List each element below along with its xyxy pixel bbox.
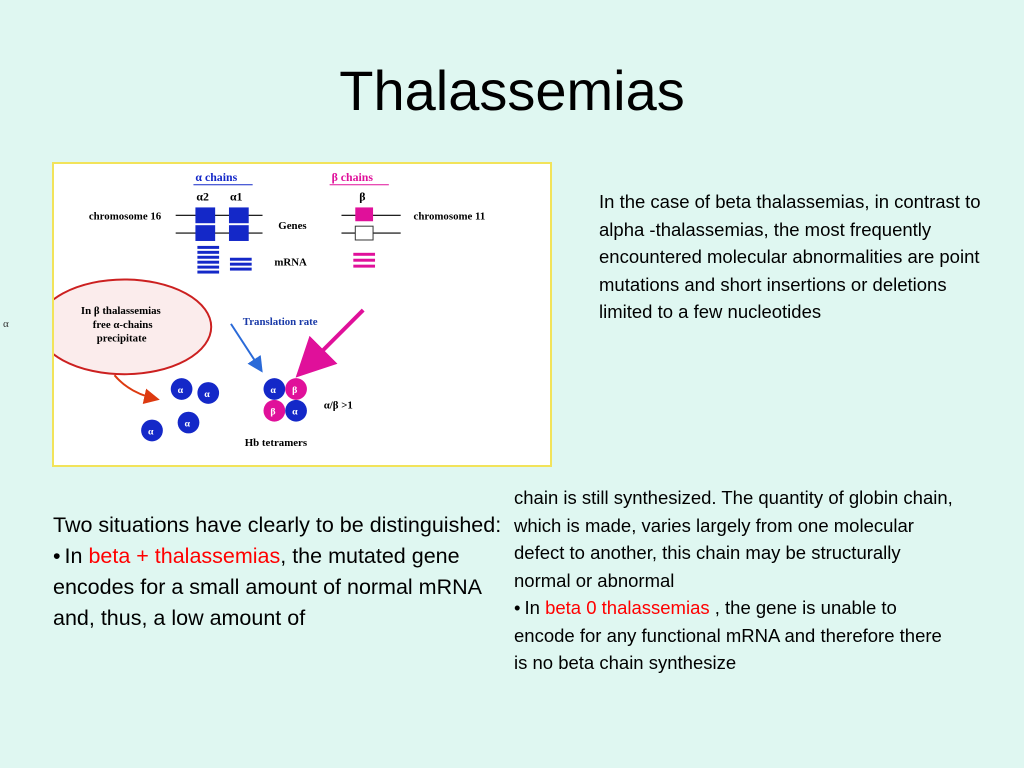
beta-zero-text: , the gene is unable to encode for any f… — [514, 597, 942, 673]
free-alpha-chains: α α α α — [141, 378, 220, 442]
callout-line-1: In β thalassemias — [81, 305, 161, 317]
hb-tetramer: α β β α — [263, 378, 307, 422]
precipitate-callout: In β thalassemias free α-chains precipit… — [54, 278, 213, 376]
beta-zero-prefix: In — [524, 597, 546, 618]
beta-plus-prefix: In — [64, 544, 89, 568]
two-situations-block: Two situations have clearly to be distin… — [53, 510, 503, 634]
tetramer-beta-1: β — [292, 385, 297, 396]
alpha2-label: α2 — [196, 190, 209, 204]
continuation-text: chain is still synthesized. The quantity… — [514, 487, 953, 591]
ratio-label: α/β >1 — [324, 400, 353, 412]
alpha1-mrna-stripes — [229, 257, 252, 271]
tetramer-alpha-2: α — [292, 407, 298, 418]
hb-tetramers-label: Hb tetramers — [245, 437, 307, 449]
beta-plus-text: , the mutated gene encodes for a small a… — [53, 544, 481, 630]
alpha-gene-locus — [175, 207, 263, 241]
beta-gene-label: β — [359, 190, 365, 204]
globin-chain-diagram: α chains β chains α2 α1 β chromosome 16 … — [52, 162, 552, 467]
beta-plus-bullet-item: •In beta + thalassemias, the mutated gen… — [53, 541, 503, 634]
continuation-block: chain is still synthesized. The quantity… — [514, 484, 954, 677]
free-alpha-1: α — [178, 385, 184, 396]
callout-line-2: free α-chains — [93, 319, 153, 331]
translation-rate-arrow-magenta — [295, 308, 365, 378]
callout-line-3: precipitate — [97, 333, 147, 345]
mrna-label: mRNA — [274, 257, 307, 269]
slide-title: Thalassemias — [339, 59, 685, 122]
beta-gene-locus — [341, 207, 401, 241]
tetramer-beta-2: β — [270, 407, 275, 418]
beta-thalassemia-paragraph: In the case of beta thalassemias, in con… — [599, 191, 981, 322]
tetramer-alpha-1: α — [270, 385, 276, 396]
stray-alpha-mark: α — [3, 318, 9, 330]
chromosome16-label: chromosome 16 — [89, 210, 162, 222]
beta-zero-bullet-item: •In beta 0 thalassemias , the gene is un… — [514, 594, 954, 677]
translation-rate-arrow-blue — [230, 323, 263, 373]
alpha1-label: α1 — [230, 190, 243, 204]
precipitate-arrow — [113, 374, 160, 405]
beta-plus-highlight: beta + thalassemias — [88, 544, 281, 568]
free-alpha-4: α — [185, 419, 191, 430]
two-situations-intro: Two situations have clearly to be distin… — [53, 513, 502, 537]
free-alpha-3: α — [148, 426, 154, 437]
alpha-chains-label: α chains — [195, 170, 237, 184]
chromosome11-label: chromosome 11 — [414, 210, 486, 222]
beta-mrna-stripes — [353, 252, 376, 268]
alpha2-mrna-stripes — [197, 245, 220, 274]
bullet-icon: • — [53, 544, 61, 568]
free-alpha-2: α — [204, 389, 210, 400]
beta-chains-label: β chains — [332, 170, 374, 184]
bullet-icon: • — [514, 597, 521, 618]
beta-zero-highlight: beta 0 thalassemias — [545, 597, 710, 618]
genes-label: Genes — [278, 220, 306, 232]
translation-rate-label: Translation rate — [243, 316, 318, 328]
